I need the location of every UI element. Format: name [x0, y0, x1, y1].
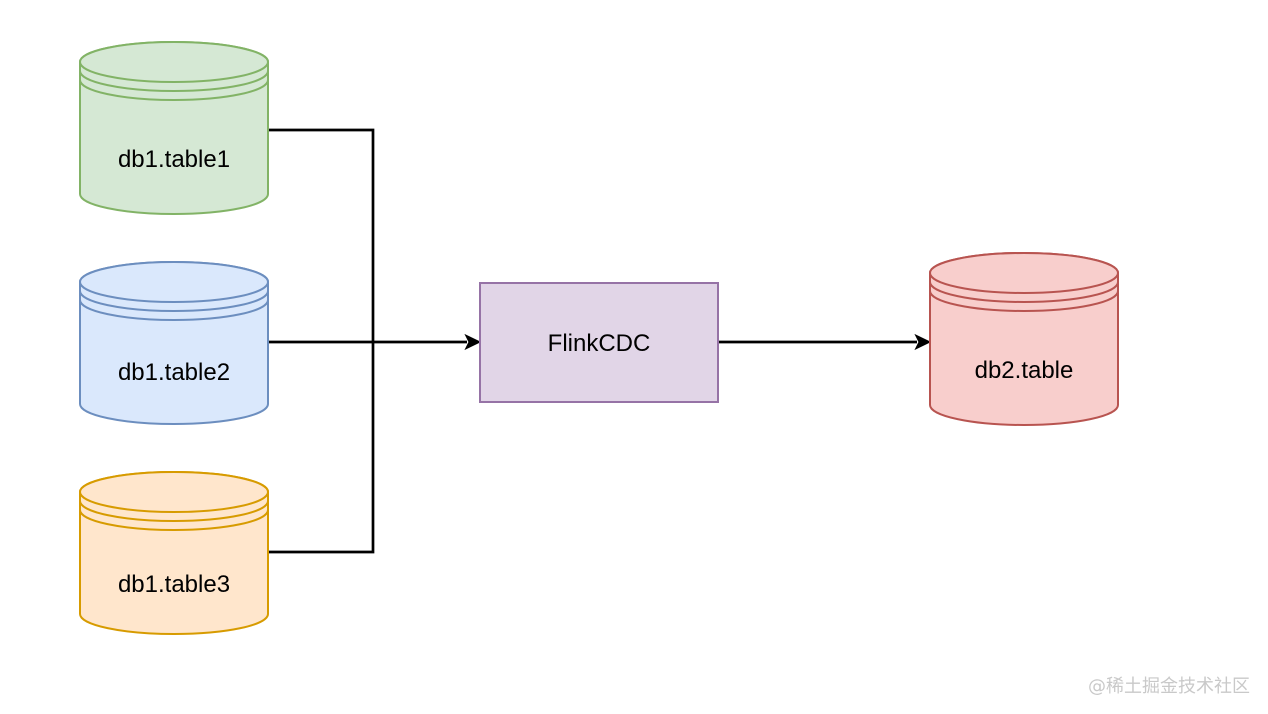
connectors [268, 128, 932, 554]
node-label: db1.table3 [118, 571, 230, 598]
node-label: db1.table2 [118, 359, 230, 386]
cylinder-ring [929, 281, 1119, 303]
cylinder-top-ellipse [79, 471, 269, 513]
cylinder-ring [79, 290, 269, 312]
process-box [479, 282, 719, 403]
cylinder-top-ellipse [79, 261, 269, 303]
cylinder-ring [79, 70, 269, 92]
cylinder-ring [79, 509, 269, 531]
node-label: db2.table [975, 357, 1074, 384]
node-label: FlinkCDC [548, 330, 651, 357]
connector-sources-to-flinkcdc [268, 333, 482, 351]
node-db2-table: db2.table [929, 252, 1119, 426]
node-db1-table1: db1.table1 [79, 41, 269, 215]
node-label: db1.table1 [118, 146, 230, 173]
cylinder-ring [79, 79, 269, 101]
node-db1-table2: db1.table2 [79, 261, 269, 425]
node-flinkcdc: FlinkCDC [479, 282, 719, 403]
cylinder-top-ellipse [929, 252, 1119, 294]
arrowhead-icon [914, 333, 932, 351]
cylinder-top-ellipse [79, 41, 269, 83]
cylinder-ring [929, 290, 1119, 312]
cylinder-ring [79, 299, 269, 321]
cylinder-ring [79, 500, 269, 522]
watermark: @稀土掘金技术社区 [1088, 676, 1250, 697]
connector-flinkcdc-to-db2 [718, 333, 932, 351]
arrowhead-icon [464, 333, 482, 351]
node-db1-table3: db1.table3 [79, 471, 269, 635]
